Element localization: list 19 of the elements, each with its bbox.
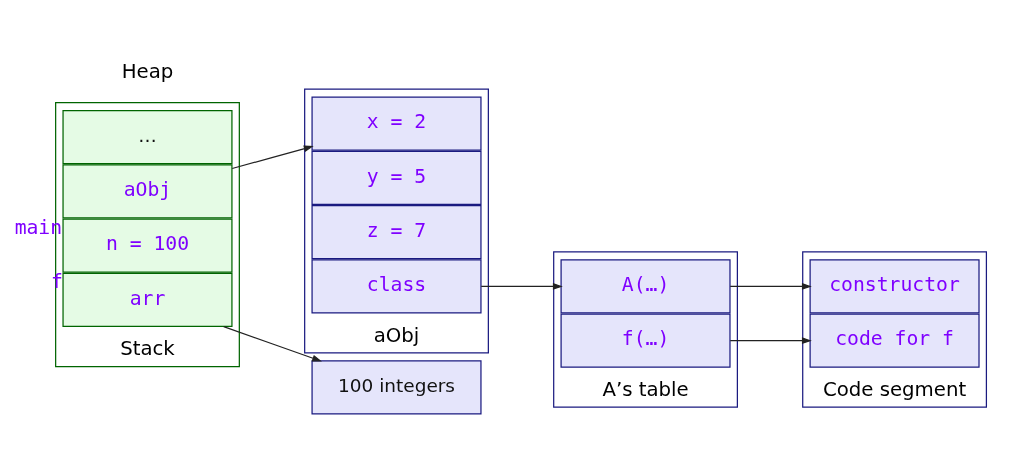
- node-box: 100 integers: [311, 360, 482, 415]
- node-box: …: [62, 110, 233, 165]
- node-box: constructor: [809, 259, 980, 314]
- node-box: aObj: [62, 164, 233, 219]
- arrow: [729, 337, 812, 345]
- node-box: y = 5: [311, 150, 482, 206]
- node-box: n = 100: [62, 218, 233, 273]
- node-box: code for f: [809, 313, 980, 368]
- arrow: [223, 325, 322, 362]
- node-box: arr: [62, 272, 233, 328]
- arrow: [231, 145, 314, 170]
- node-box: f(…): [560, 313, 731, 368]
- arrow: [729, 282, 812, 290]
- label: Heap: [121, 59, 174, 83]
- node-box: A(…): [560, 259, 731, 314]
- node-box: class: [311, 259, 482, 314]
- node-box: z = 7: [311, 205, 482, 260]
- arrow: [480, 282, 563, 290]
- node-box: x = 2: [311, 96, 482, 151]
